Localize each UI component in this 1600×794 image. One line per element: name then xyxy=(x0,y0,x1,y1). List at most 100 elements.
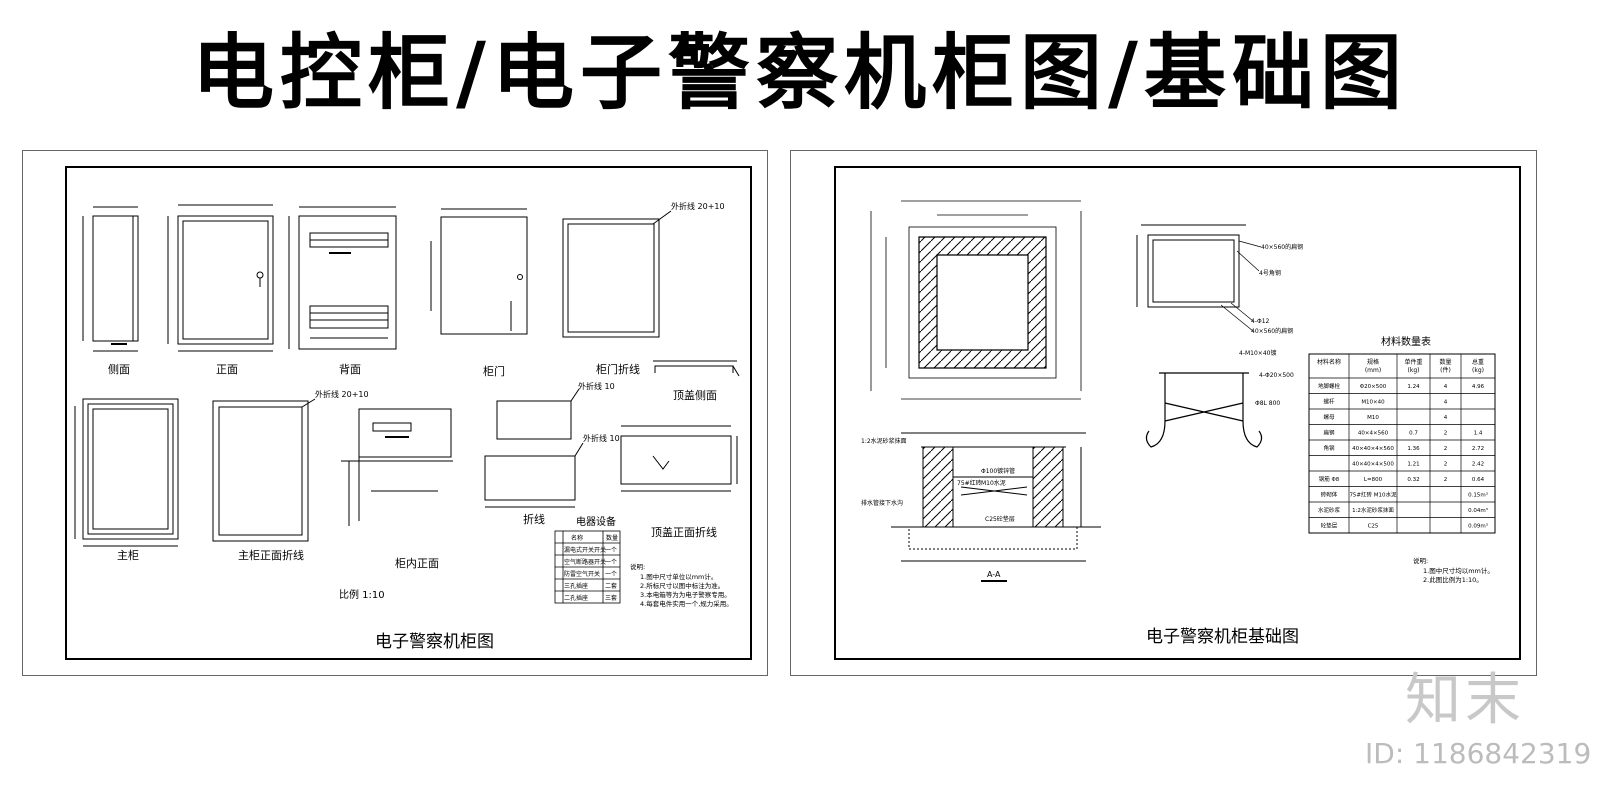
label-door-fold: 柜门折线 xyxy=(596,362,640,376)
label-front-view: 正面 xyxy=(216,363,238,376)
fold-note: 外折线 20+10 xyxy=(671,201,725,211)
fold-note: 外折线 20+10 xyxy=(315,389,369,399)
electrical-cell: 漏电式开关开关 xyxy=(564,546,606,554)
materials-cell: 0.09m³ xyxy=(1468,523,1488,530)
electrical-table-title: 电器设备 xyxy=(576,515,616,528)
electrical-cell: 二套 xyxy=(605,582,617,590)
notes-title: 说明: xyxy=(1413,556,1428,565)
label-inner-front: 柜内正面 xyxy=(395,556,439,570)
materials-header: (kg) xyxy=(1408,367,1420,374)
materials-cell: 75#红砖 M10水泥 xyxy=(1349,491,1397,499)
drawing-frame xyxy=(834,166,1521,660)
materials-cell: 40×40×4×500 xyxy=(1352,462,1394,468)
materials-cell: 4.96 xyxy=(1472,384,1485,390)
materials-cell: C25 xyxy=(1368,524,1379,530)
label-main-fold: 主柜正面折线 xyxy=(238,548,304,562)
sheet-title: 电子警察机柜基础图 xyxy=(1146,627,1299,647)
callout: 75#红砖 xyxy=(957,479,982,487)
materials-header: (kg) xyxy=(1472,367,1484,374)
materials-table-border xyxy=(1308,353,1496,534)
callout: 4-Φ12 xyxy=(1251,318,1270,325)
callout: 4-M10×40镀 xyxy=(1239,349,1276,357)
fold-note: 外折线 10 xyxy=(583,433,620,443)
materials-cell: 螺母 xyxy=(1323,413,1335,421)
foundation-drawing: 40×560的扁钢 4号角钢 4-Φ12 40×560的扁钢 4-M10×40镀… xyxy=(861,200,1496,647)
materials-cell: 水泥砂浆 xyxy=(1318,506,1341,514)
label-back-view: 背面 xyxy=(339,362,361,376)
materials-cell: 1:2水泥砂浆抹面 xyxy=(1352,506,1394,514)
materials-cell: M10 xyxy=(1367,415,1379,421)
materials-header: 材料名称 xyxy=(1317,358,1341,366)
materials-cell: 40×4×560 xyxy=(1358,431,1389,437)
materials-cell: Φ20×500 xyxy=(1360,384,1387,390)
materials-cell: 1.24 xyxy=(1407,384,1420,390)
foundation-drawing-sheet: 40×560的扁钢 4号角钢 4-Φ12 40×560的扁钢 4-M10×40镀… xyxy=(790,150,1537,676)
image-id-label: ID: 1186842319 xyxy=(1365,737,1592,770)
materials-cell: 角钢 xyxy=(1323,444,1335,452)
materials-cell: 地脚螺栓 xyxy=(1318,382,1341,390)
notes-title: 说明: xyxy=(630,562,645,571)
materials-cell: 1.4 xyxy=(1474,431,1483,437)
materials-cell: 4 xyxy=(1444,384,1448,390)
materials-cell: 螺杆 xyxy=(1323,398,1335,406)
electrical-cell: 三套 xyxy=(605,594,617,602)
materials-cell: 2 xyxy=(1444,477,1448,483)
materials-cell: 2.72 xyxy=(1472,446,1484,452)
callout: C25砼垫层 xyxy=(985,515,1015,523)
materials-cell: 0.15m³ xyxy=(1468,492,1488,499)
section-label: A-A xyxy=(987,570,1001,579)
note-line: 1.图中尺寸均以mm计。 xyxy=(1423,566,1494,575)
cabinet-drawing-sheet: 侧面 正面 背面 柜门 柜门折线 顶盖侧面 主柜 主柜正面折线 柜内正面 折线 … xyxy=(22,150,768,676)
note-line: 4.每套电件实用一个,规力采用。 xyxy=(640,599,733,608)
materials-cell: 0.7 xyxy=(1409,431,1418,437)
note-line: 3.本电箱等为为电子警察专用。 xyxy=(640,590,731,599)
materials-cell: M10×40 xyxy=(1361,400,1385,406)
materials-header: (件) xyxy=(1440,366,1451,374)
callout: M10水泥 xyxy=(981,479,1006,487)
materials-cell: 40×40×4×560 xyxy=(1352,446,1394,452)
materials-cell: 4 xyxy=(1444,400,1448,406)
note-line: 2.所标尺寸以图中标注为准。 xyxy=(640,581,724,590)
materials-cell: 2 xyxy=(1444,462,1448,468)
label-main-cabinet: 主柜 xyxy=(117,549,139,562)
note-line: 2.此图比例为1:10。 xyxy=(1423,575,1483,584)
materials-cell: L=800 xyxy=(1364,477,1383,483)
watermark-logo: 知末 xyxy=(1405,668,1525,733)
materials-header: 单件重 xyxy=(1404,358,1422,366)
electrical-cell: 三孔插座 xyxy=(564,582,588,590)
electrical-cell: 一个 xyxy=(605,571,617,578)
materials-header: (mm) xyxy=(1365,367,1381,374)
materials-header: 规格 xyxy=(1367,358,1379,366)
label-top-side: 顶盖侧面 xyxy=(673,388,717,402)
fold-note: 外折线 10 xyxy=(578,381,615,391)
page-title: 电控柜/电子警察机柜图/基础图 xyxy=(192,25,1408,121)
note-line: 1.图中尺寸单位以mm计。 xyxy=(640,572,717,581)
materials-header: 数量 xyxy=(1439,358,1451,366)
callout: 4号角钢 xyxy=(1259,269,1281,277)
materials-cell: 0.64 xyxy=(1472,477,1485,483)
label-side-view: 侧面 xyxy=(108,363,130,376)
materials-cell: 2 xyxy=(1444,446,1448,452)
materials-table-title: 材料数量表 xyxy=(1381,335,1431,348)
label-door: 柜门 xyxy=(483,364,505,378)
materials-cell: 2.42 xyxy=(1472,462,1484,468)
cabinet-drawing: 侧面 正面 背面 柜门 柜门折线 顶盖侧面 主柜 主柜正面折线 柜内正面 折线 … xyxy=(74,201,740,652)
electrical-cell: 空气断路器开关 xyxy=(564,558,606,566)
electrical-cell: 一个 xyxy=(605,559,617,566)
label-fold: 折线 xyxy=(523,512,545,526)
callout: Φ100镀锌管 xyxy=(981,467,1015,475)
callout: 4-Φ20×500 xyxy=(1259,372,1294,379)
materials-cell: 1.36 xyxy=(1407,446,1420,452)
electrical-cell: 防雷空气开关 xyxy=(564,570,600,578)
electrical-header: 名称 xyxy=(571,534,583,542)
callout: 1:2水泥砂浆抹面 xyxy=(861,437,907,445)
materials-cell: 4 xyxy=(1444,415,1448,421)
drawing-frame xyxy=(65,166,752,660)
materials-cell: 扁钢 xyxy=(1323,429,1335,437)
electrical-cell: 二孔插座 xyxy=(564,594,588,602)
materials-cell: 2 xyxy=(1444,431,1448,437)
sheet-title: 电子警察机柜图 xyxy=(375,632,494,652)
electrical-header: 数量 xyxy=(606,534,618,542)
label-top-front-fold: 顶盖正面折线 xyxy=(651,525,717,539)
